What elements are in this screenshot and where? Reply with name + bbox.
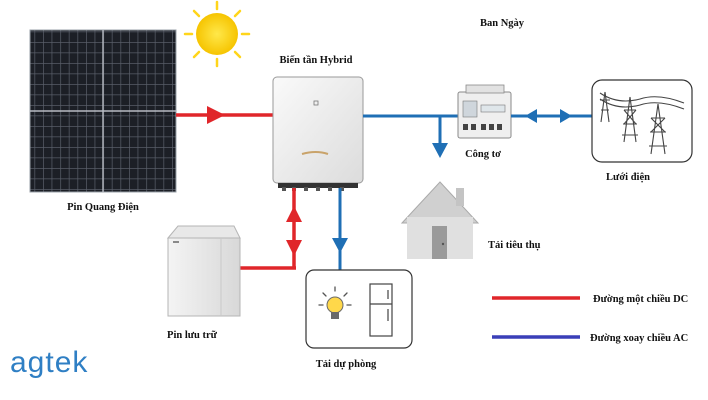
ac-line-backup [332, 188, 348, 270]
dc-line-battery [240, 188, 302, 270]
battery-storage-icon [166, 225, 241, 317]
inverter-icon [272, 76, 364, 191]
solar-panel-icon [29, 29, 177, 193]
legend-item-dc: Đường một chiều DC [492, 294, 688, 305]
legend-label-ac: Đường xoay chiều AC [590, 333, 688, 344]
battery-label: Pin lưu trữ [167, 330, 218, 341]
legend-item-ac: Đường xoay chiều AC [492, 333, 688, 344]
inverter-label: Biến tần Hybrid [280, 55, 353, 66]
meter-label: Công tơ [465, 149, 501, 160]
ac-line-main [363, 114, 458, 158]
backup-load-label: Tải dự phòng [316, 359, 377, 370]
dc-line-solar [176, 106, 273, 124]
agtek-logo: agtek [10, 346, 88, 379]
ac-line-grid [511, 109, 592, 123]
grid-label: Lưới điện [606, 172, 650, 183]
energy-meter-icon [457, 84, 512, 139]
light-bulb-icon [318, 286, 352, 319]
diagram-title: Ban Ngày [480, 18, 525, 29]
load-label: Tải tiêu thụ [488, 240, 541, 251]
legend-label-dc: Đường một chiều DC [593, 294, 688, 305]
power-grid-icon [591, 79, 693, 163]
refrigerator-icon [369, 283, 393, 337]
legend: Đường một chiều DC Đường xoay chiều AC [492, 294, 688, 344]
solar-panel-label: Pin Quang Điện [67, 202, 139, 213]
house-icon [400, 181, 480, 259]
backup-load-box [305, 269, 413, 349]
sun-icon [183, 0, 251, 68]
